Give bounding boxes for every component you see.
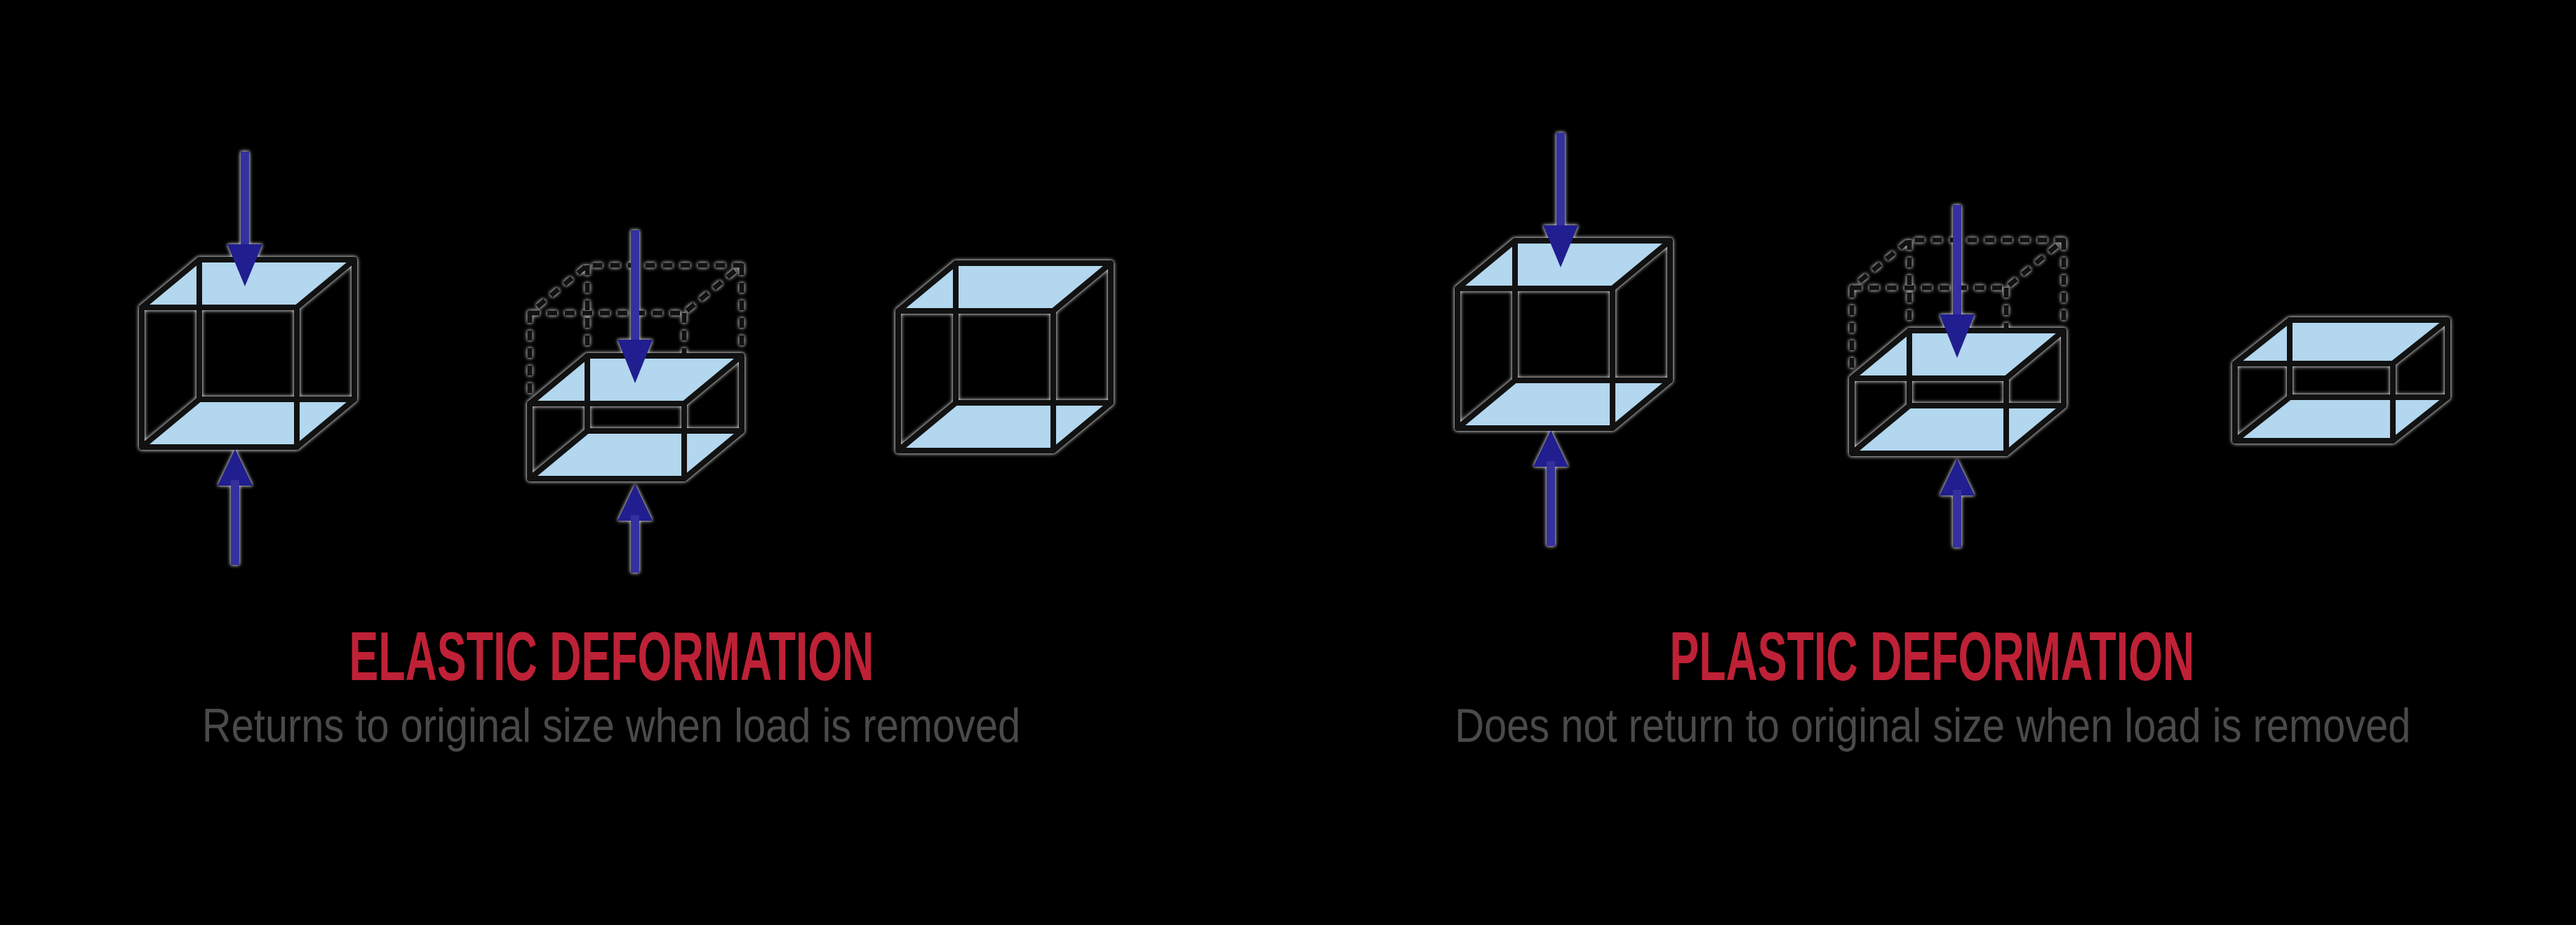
elastic-title-text: ELASTIC DEFORMATION (349, 618, 874, 695)
cube (139, 257, 357, 450)
compressed-cube-figure (527, 230, 745, 573)
plastic-title: PLASTIC DEFORMATION (1370, 622, 2493, 691)
cube-under-load-group (139, 152, 357, 565)
cube-bottom-edges (139, 397, 357, 450)
compressed-box (527, 353, 745, 481)
up-arrow-icon (218, 449, 253, 565)
plastic-title-text: PLASTIC DEFORMATION (1669, 618, 2194, 695)
cube-under-load-figure (139, 152, 357, 565)
recovered-cube-figure (891, 258, 1123, 462)
up-arrow-icon (618, 484, 653, 573)
compressed-cube-group (527, 230, 745, 573)
elastic-subtitle-text: Returns to original size when load is re… (201, 699, 1021, 752)
original-size-dashed-outline (527, 262, 745, 400)
cube-vertical-edges (139, 257, 357, 450)
flattened-box (2232, 317, 2450, 444)
elastic-title: ELASTIC DEFORMATION (50, 622, 1173, 691)
elastic-subtitle: Returns to original size when load is re… (50, 702, 1173, 750)
cube-top-face (142, 260, 354, 307)
cube-top-edges (139, 257, 357, 310)
plastic-subtitle-text: Does not return to original size when lo… (1455, 699, 2411, 752)
flattened-cube-figure (2232, 317, 2450, 444)
cube-under-load-figure (1449, 119, 1681, 554)
compressed-cube-figure (1841, 112, 2073, 561)
cube-bottom-face (142, 399, 354, 447)
plastic-subtitle: Does not return to original size when lo… (1370, 702, 2493, 750)
down-arrow-icon (227, 152, 262, 286)
down-arrow-icon (618, 230, 653, 383)
